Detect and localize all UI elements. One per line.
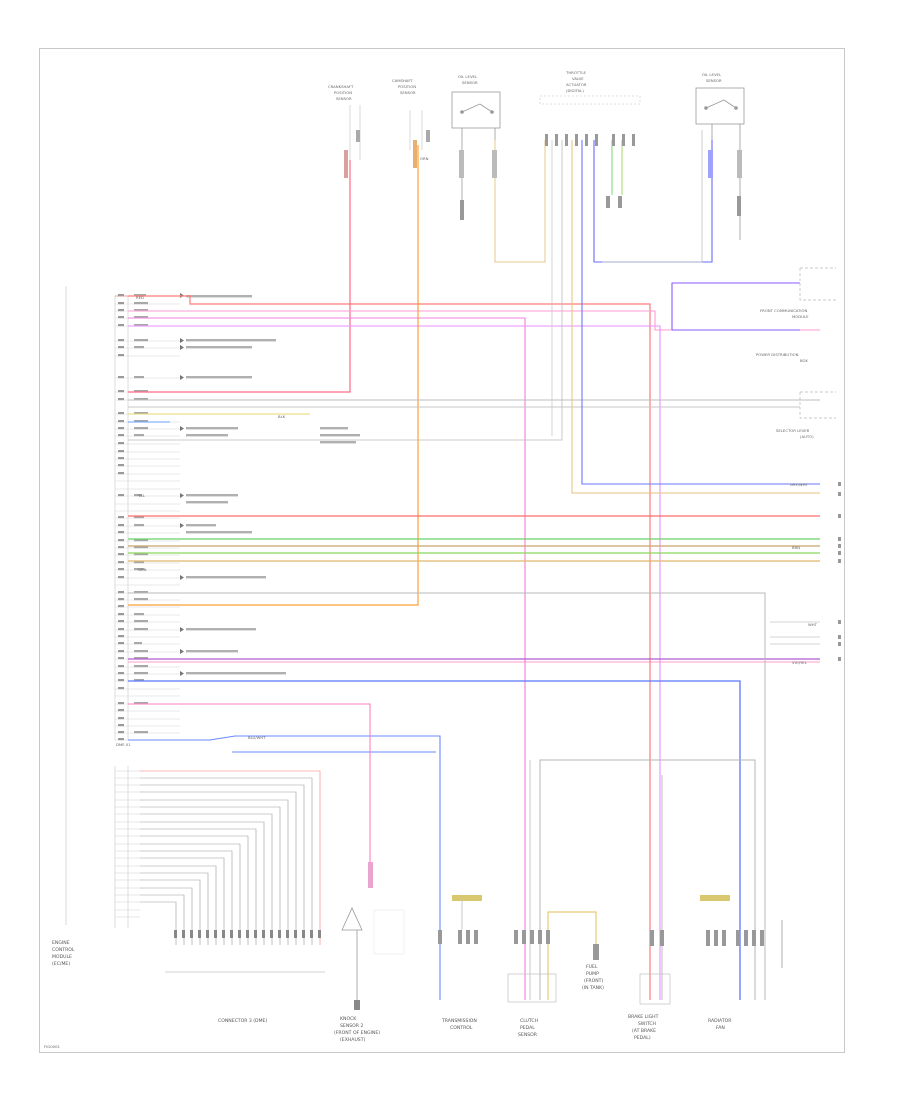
- wire-gray-oil-right: [602, 130, 703, 263]
- transmission-label-1: TRANSMISSION: [441, 1018, 477, 1024]
- wire-gray-brake: [539, 759, 756, 1000]
- arrow-markers: [180, 293, 184, 676]
- knock-sensor: [341, 862, 405, 1010]
- knock-label-3: (FRONT OF ENGINE): [334, 1030, 380, 1036]
- right2-label-1: POWER DISTRIBUTION: [756, 352, 799, 357]
- wire-yellow-fuel: [547, 911, 597, 1000]
- wire-red-crank: [128, 295, 651, 1000]
- top4-label-4: (DIGITAL): [566, 88, 584, 93]
- wire-code-red: RED: [136, 295, 144, 300]
- wire-code-orn: ORN: [420, 156, 429, 161]
- throttle-actuator: [539, 95, 641, 208]
- fuel-label-2: PUMP: [586, 971, 599, 977]
- wire-blue-right: [581, 140, 820, 485]
- right2-label-2: BOX: [800, 358, 808, 363]
- top2-label-1: CAMSHAFT: [392, 78, 414, 83]
- wire-violet-right-top: [671, 282, 800, 330]
- knock-label-1: KNOCK: [340, 1016, 357, 1022]
- radiator-fan-connector: [700, 895, 783, 968]
- wire-blue-2: [128, 735, 441, 1000]
- main-module-label-2: CONTROL: [52, 947, 75, 953]
- wire-gray-right-1: [128, 592, 766, 1000]
- main-module-label-1: ENGINE: [52, 940, 70, 946]
- top2-label-3: SENSOR: [400, 90, 416, 95]
- wire-code-grn: GRN: [138, 567, 147, 572]
- pin-number-marks: [118, 294, 124, 741]
- oil-sensor-right: [695, 87, 745, 240]
- wire-orange: [128, 145, 419, 606]
- wire-pink-knock: [128, 703, 371, 870]
- main-module-label-3: MODULE: [52, 954, 72, 960]
- brake-switch: [639, 930, 671, 1005]
- fuel-pump: [593, 944, 599, 960]
- fuel-label-4: (IN TANK): [582, 985, 604, 991]
- brake-label-2: SWITCH: [638, 1021, 656, 1027]
- transmission-connector: [438, 895, 482, 944]
- top1-label-1: CRANKSHAFT: [328, 84, 354, 89]
- fuel-label-1: FUEL: [586, 964, 598, 970]
- knock-label-4: (EXHAUST): [340, 1037, 366, 1043]
- oil-sensor-left-drops: [459, 150, 497, 220]
- wire-tan-right: [571, 140, 820, 494]
- top3-label-2: SENSOR: [462, 80, 478, 85]
- wire-code-wht: WHT: [808, 622, 818, 627]
- top4-label-1: THROTTLE: [565, 70, 586, 75]
- right-selector-module: [799, 391, 836, 419]
- right-comm-module: [799, 267, 836, 301]
- radio-fan-label-2: FAN: [716, 1025, 725, 1031]
- top4-label-2: VALVE: [572, 76, 584, 81]
- right3-label-2: (AUTO): [800, 434, 814, 439]
- fuel-label-3: (FRONT): [584, 978, 603, 984]
- top1-label-3: SENSOR: [336, 96, 352, 101]
- corner-code: FIG0001: [44, 1044, 60, 1049]
- wire-blue-low: [128, 680, 741, 1000]
- wire-pink-1: [128, 310, 820, 331]
- staircase-wires: [140, 770, 321, 945]
- top1-label-2: POSITION: [334, 90, 352, 95]
- wire-code-yel: YEL: [138, 493, 146, 498]
- camshaft-sensor: [409, 110, 430, 168]
- wire-red-top: [128, 160, 351, 393]
- system-reference-notes: [186, 295, 360, 675]
- wire-pink-3: [128, 325, 661, 1000]
- top5-label-1: OIL LEVEL: [702, 72, 722, 77]
- module-bus-label: DME 01: [116, 742, 131, 747]
- knock-label-2: SENSOR 2: [340, 1023, 363, 1029]
- wire-color-tags: [134, 294, 148, 734]
- oil-sensor-right-drops: [708, 150, 742, 216]
- wire-gray-throttle: [128, 140, 563, 441]
- right1-label-2: MODULE: [792, 314, 809, 319]
- connector-left-pins: [174, 930, 321, 938]
- wire-pink-2: [128, 317, 526, 1000]
- clutch-label-2: PEDAL: [520, 1025, 535, 1031]
- wire-code-bluwht: BLU/WHT: [248, 735, 266, 740]
- radio-fan-label-1: RADIATOR: [708, 1018, 732, 1024]
- top3-label-1: OIL LEVEL: [458, 74, 478, 79]
- right1-label-1: FRONT COMMUNICATION: [760, 308, 807, 313]
- right-edge-ticks: [838, 482, 841, 661]
- top2-label-2: POSITION: [398, 84, 416, 89]
- crankshaft-sensor: [344, 105, 361, 178]
- brake-label-1: BRAKE LIGHT: [628, 1014, 659, 1020]
- transmission-label-2: CONTROL: [450, 1025, 473, 1031]
- clutch-box: [507, 930, 557, 1003]
- top4-label-3: ACTUATOR: [566, 82, 587, 87]
- brake-label-3: (AT BRAKE: [632, 1028, 656, 1034]
- top5-label-2: SENSOR: [706, 78, 722, 83]
- wire-code-brn: BRN: [792, 545, 800, 550]
- oil-sensor-left: [451, 91, 501, 200]
- lower-pin-rows: [115, 770, 140, 918]
- diagram-frame: [39, 48, 845, 1053]
- right3-label-1: SELECTOR LEVER: [776, 428, 810, 433]
- wire-code-blk: BLK: [278, 414, 286, 419]
- wire-code-grywht: GRY/WHT: [790, 482, 809, 487]
- wire-tan-oil: [494, 140, 546, 263]
- clutch-label-1: CLUTCH: [520, 1018, 538, 1024]
- main-module-label-4: (EC/ME): [52, 961, 70, 967]
- brake-label-4: PEDAL): [634, 1035, 651, 1041]
- connector-left-label: CONNECTOR 3 (DME): [218, 1018, 267, 1024]
- clutch-label-3: SENSOR: [518, 1032, 538, 1038]
- wire-code-vioyel: VIO/YEL: [792, 660, 808, 665]
